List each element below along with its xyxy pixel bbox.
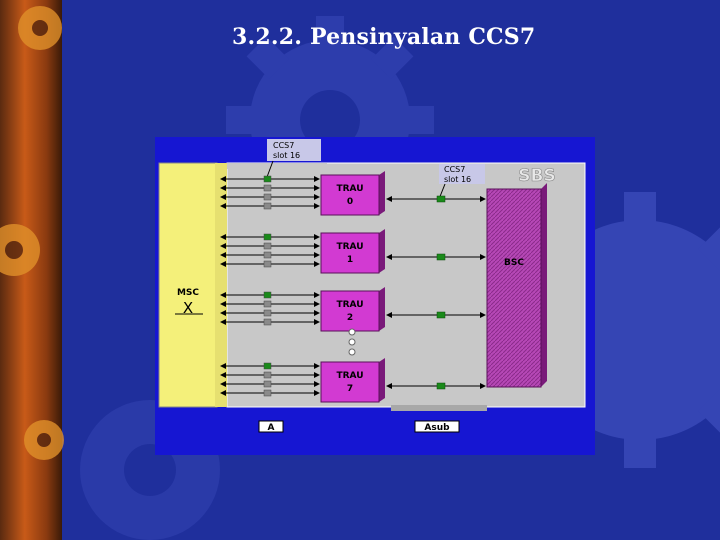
ccs7-slot-marker — [436, 382, 446, 390]
trau-label: TRAU — [336, 371, 363, 381]
ellipsis-dot — [348, 328, 356, 336]
interface-a-box — [258, 420, 284, 433]
timeslot-marker — [263, 309, 272, 317]
trau-number: 7 — [347, 384, 353, 394]
trau-label: TRAU — [336, 300, 363, 310]
ccs7-right-label: CCS7 — [444, 165, 465, 174]
sbs-label: SBS — [518, 166, 555, 186]
timeslot-marker — [263, 184, 272, 192]
timeslot-marker — [263, 202, 272, 210]
ccs7-right-label-box — [439, 164, 485, 184]
ccs7-left-label: CCS7 — [273, 141, 294, 150]
trau-block — [320, 361, 380, 403]
ccs7-left-label-box — [267, 139, 321, 161]
trau-number: 2 — [347, 313, 353, 323]
trau-label: TRAU — [336, 184, 363, 194]
trau-shadow — [379, 229, 385, 273]
ellipsis-dot — [348, 338, 356, 346]
msc-label: MSC — [177, 288, 199, 298]
interface-asub-label: Asub — [424, 423, 450, 433]
trau-number: 0 — [347, 197, 353, 207]
ccs7-slot-marker — [436, 195, 446, 203]
bsc-block — [486, 188, 542, 388]
trau-shadow — [379, 171, 385, 215]
trau-shadow — [379, 358, 385, 402]
timeslot-marker — [263, 242, 272, 250]
ccs7-slot-marker — [263, 233, 272, 241]
interface-a-label: A — [268, 423, 275, 433]
trau-label: TRAU — [336, 242, 363, 252]
frame-bottom-bar — [391, 405, 487, 411]
trau-shadow — [379, 287, 385, 331]
ccs7-slot-marker — [263, 291, 272, 299]
ellipsis-dot — [348, 348, 356, 356]
gear-icon — [0, 6, 64, 460]
interface-asub-box — [414, 420, 460, 433]
trau-number: 1 — [347, 255, 353, 265]
bsc-shadow — [541, 183, 547, 387]
timeslot-marker — [263, 380, 272, 388]
timeslot-marker — [263, 371, 272, 379]
ccs7-slot-marker — [263, 362, 272, 370]
timeslot-marker — [263, 260, 272, 268]
ccs7-left-pointer — [266, 160, 274, 178]
switch-symbol: X — [183, 299, 193, 317]
slide-title: 3.2.2. Pensinyalan CCS7 — [232, 24, 536, 50]
frame-top-tab — [227, 163, 327, 169]
msc-shelf — [215, 163, 227, 407]
trau-block — [320, 232, 380, 274]
timeslot-marker — [263, 300, 272, 308]
trau-block — [320, 290, 380, 332]
timeslot-marker — [263, 318, 272, 326]
ccs7-slot-marker — [436, 253, 446, 261]
timeslot-marker — [263, 251, 272, 259]
timeslot-marker — [263, 193, 272, 201]
ccs7-left-slot: slot 16 — [273, 151, 300, 160]
bsc-label: BSC — [504, 258, 524, 268]
ccs7-slot-marker — [436, 311, 446, 319]
ccs7-slot-marker — [263, 175, 272, 183]
timeslot-marker — [263, 389, 272, 397]
ccs7-right-slot: slot 16 — [444, 175, 471, 184]
ccs7-diagram: MSC X CCS7 slot 16 CCS7 slot 16 SBS BSC … — [155, 137, 595, 455]
trau-block — [320, 174, 380, 216]
msc-block — [158, 162, 218, 408]
